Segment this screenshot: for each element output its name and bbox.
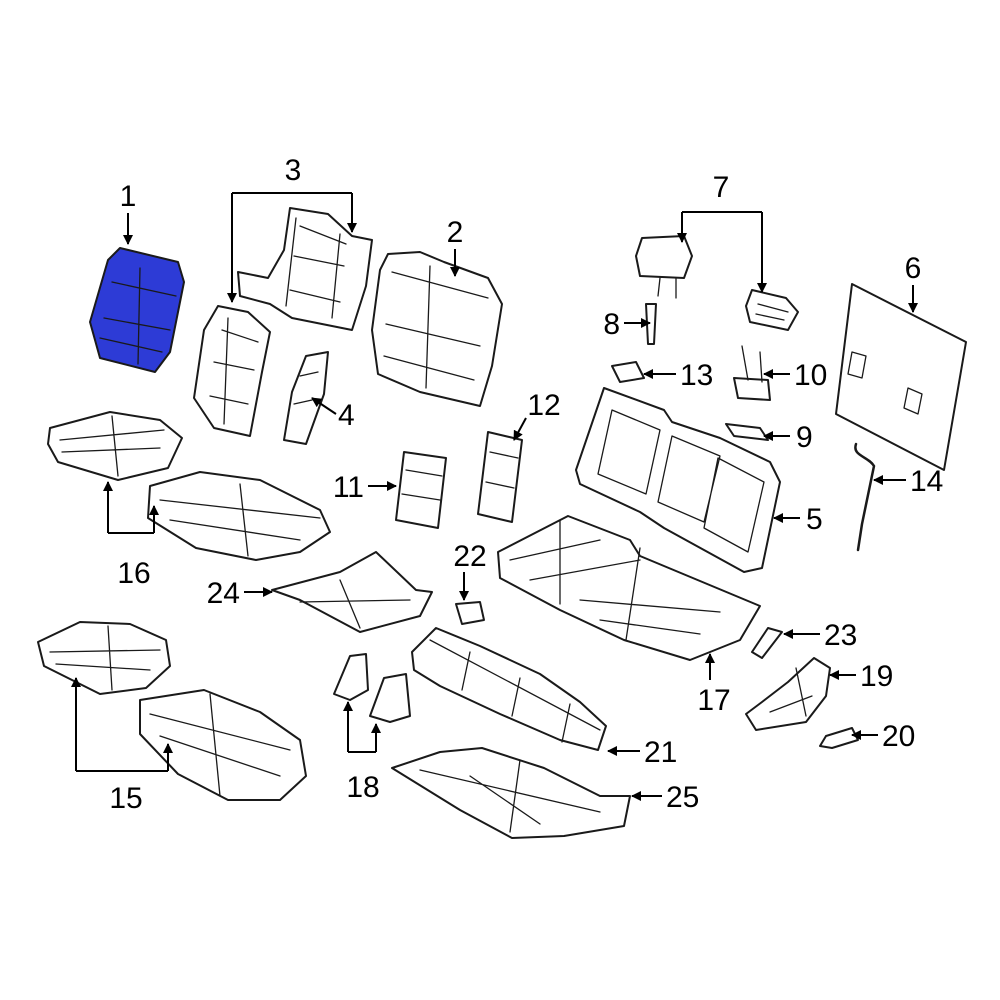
part-5-seat-back-frame[interactable] [575, 387, 781, 573]
leader-lines [71, 192, 918, 801]
part-2-seat-back[interactable] [371, 251, 503, 407]
part-19-side-shield[interactable] [745, 657, 831, 731]
callout-4: 4 [338, 399, 355, 432]
part-6-back-panel[interactable] [835, 283, 967, 471]
part-13-clip[interactable] [611, 361, 645, 383]
callout-11: 11 [333, 471, 364, 504]
callout-17: 17 [697, 684, 730, 717]
callout-21: 21 [644, 736, 677, 769]
callout-10: 10 [794, 359, 827, 392]
callout-18: 18 [346, 771, 379, 804]
part-21-track[interactable] [411, 627, 607, 751]
part-14-cable[interactable] [854, 442, 876, 552]
part-7-headrest[interactable] [635, 235, 799, 331]
part-18-hinge-cover[interactable] [333, 653, 411, 723]
callout-13: 13 [680, 359, 713, 392]
callout-8: 8 [603, 308, 620, 341]
part-4-side-bolster[interactable] [283, 351, 329, 445]
callout-labels: 1 2 3 4 5 6 7 8 9 10 11 12 13 14 15 16 1… [109, 154, 943, 815]
callout-12: 12 [527, 389, 560, 422]
part-24-lower-trim[interactable] [271, 551, 433, 633]
callout-9: 9 [796, 421, 813, 454]
part-15-seat-cushion-lower[interactable] [37, 621, 307, 801]
callout-25: 25 [666, 781, 699, 814]
callout-1: 1 [120, 180, 137, 213]
part-25-floor-cover[interactable] [391, 747, 631, 839]
callout-23: 23 [824, 619, 857, 652]
callout-19: 19 [860, 660, 893, 693]
part-16-seat-cushion[interactable] [47, 411, 331, 561]
part-8-guide-pin[interactable] [645, 303, 657, 345]
callout-14: 14 [910, 465, 943, 498]
part-23-handle[interactable] [751, 627, 783, 659]
part-11-cover-panel[interactable] [395, 451, 447, 529]
part-17-seat-frame[interactable] [497, 515, 761, 661]
callout-3: 3 [285, 154, 302, 187]
callout-22: 22 [453, 540, 486, 573]
part-1-seat-back-cover[interactable] [89, 247, 185, 373]
callout-16: 16 [117, 557, 150, 590]
callout-15: 15 [109, 782, 142, 815]
part-10-latch[interactable] [733, 345, 771, 401]
part-20-lever[interactable] [819, 727, 859, 749]
callout-2: 2 [447, 216, 464, 249]
part-12-trim-panel[interactable] [477, 431, 523, 523]
callout-20: 20 [882, 720, 915, 753]
callout-5: 5 [806, 503, 823, 536]
callout-24: 24 [207, 577, 240, 610]
callout-7: 7 [713, 171, 730, 204]
callout-6: 6 [905, 252, 922, 285]
part-22-bracket[interactable] [455, 601, 485, 625]
part-9-bracket[interactable] [725, 423, 769, 441]
part-3-seat-back-frame[interactable] [193, 207, 373, 437]
